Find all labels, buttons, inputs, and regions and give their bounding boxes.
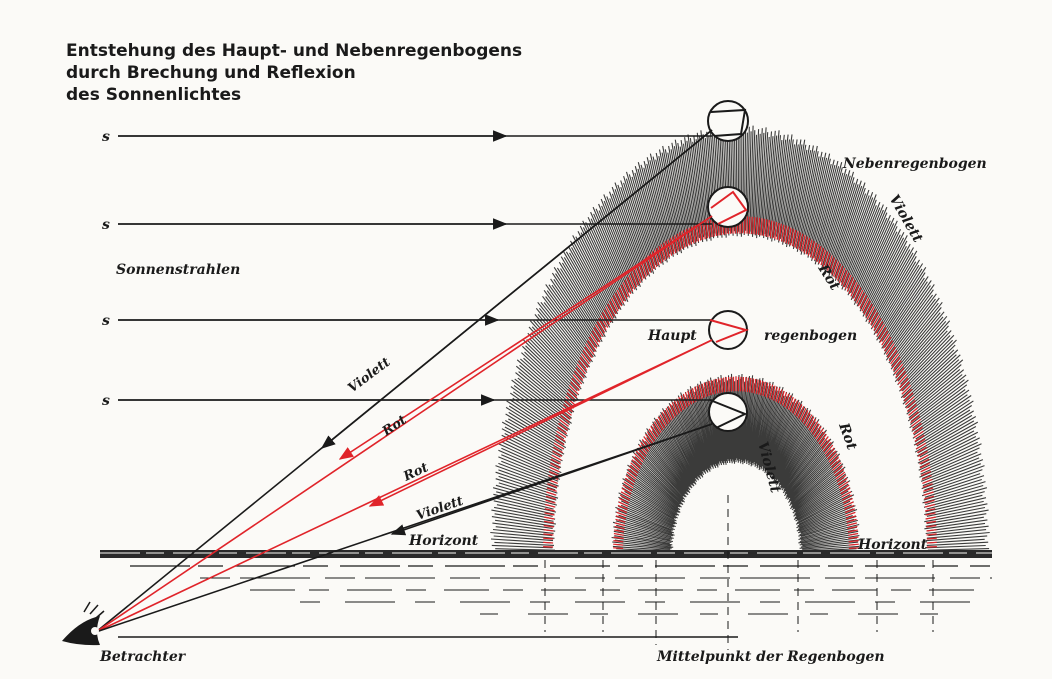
title-line-3: des Sonnenlichtes: [66, 85, 242, 105]
sun-ray-label-4: s: [102, 393, 110, 409]
labels: s s s s Sonnenstrahlen Nebenregenbogen V…: [99, 129, 987, 665]
horizon-label-right: Horizont: [857, 537, 928, 553]
title-line-2: durch Brechung und Reflexion: [66, 63, 356, 83]
primary-bow-label-left: Haupt: [647, 328, 697, 344]
sun-ray-label-2: s: [102, 217, 110, 233]
observer-eye-icon: [62, 601, 105, 646]
ground-horizon: [100, 550, 992, 615]
sun-ray-label-1: s: [102, 129, 110, 145]
sun-rays-label: Sonnenstrahlen: [116, 262, 240, 278]
primary-red-label: Rot: [835, 420, 860, 453]
raindrops: [707, 100, 750, 432]
horizon-label-left: Horizont: [408, 533, 479, 549]
ray-violet-label-2: Violett: [414, 494, 465, 524]
red-ray-primary: [95, 339, 713, 633]
secondary-bow-label: Nebenregenbogen: [842, 156, 987, 172]
center-label: Mittelpunkt der Regenbogen: [656, 649, 885, 665]
projection-lines: [544, 495, 934, 650]
observer-label: Betrachter: [99, 649, 187, 665]
sun-rays: [118, 130, 712, 406]
red-ray-secondary: [95, 215, 713, 633]
sun-ray-label-3: s: [102, 313, 110, 329]
ray-violet-label-1: Violett: [345, 355, 393, 396]
raindrop-3: [708, 310, 748, 350]
primary-bow-label-right: regenbogen: [764, 328, 857, 344]
diagram-title: Entstehung des Haupt- und Nebenregenboge…: [66, 40, 522, 106]
raindrop-2: [707, 186, 749, 228]
rays-to-observer: [95, 129, 713, 633]
title-line-1: Entstehung des Haupt- und Nebenregenboge…: [66, 41, 523, 61]
